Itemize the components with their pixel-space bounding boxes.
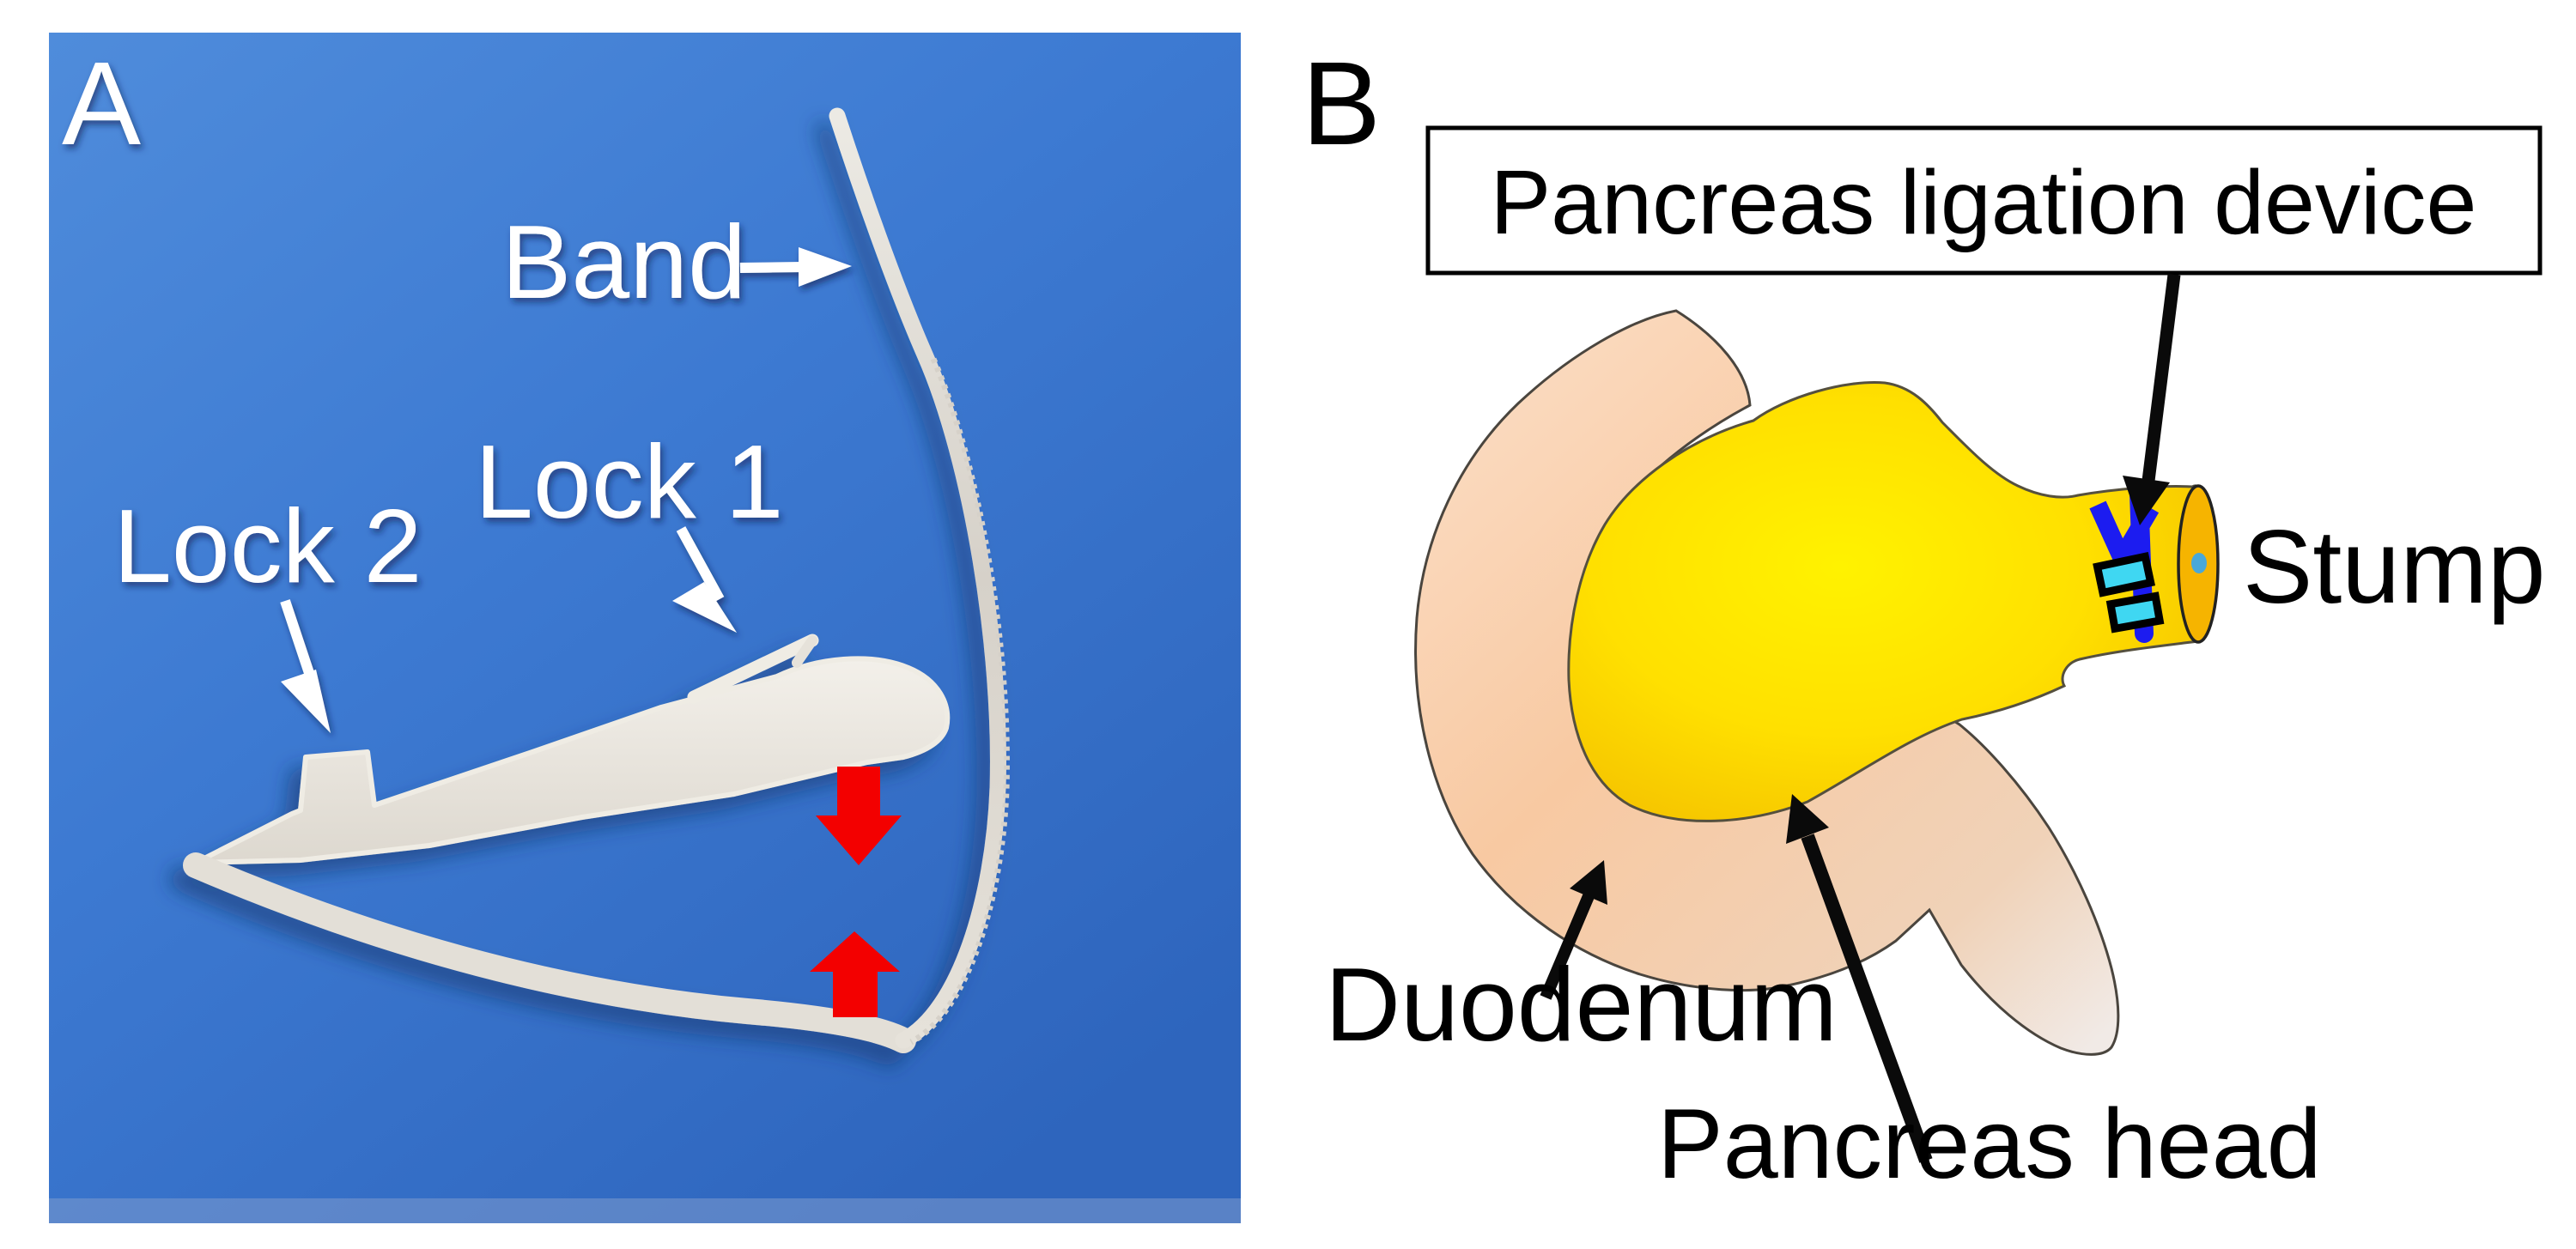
device-bottom-arm [183,852,916,1053]
panel-b: B Pancreas ligation device [1302,38,2546,1199]
red-arrow-down-icon [816,767,902,865]
lock2-arrowhead-icon [281,670,331,733]
pancreatic-duct-dot [2191,553,2207,573]
duodenum-arrow [1540,894,1595,1000]
red-arrows [810,767,902,1017]
duodenum-label: Duodenum [1325,946,1838,1063]
callout-arrow [2142,274,2181,482]
panel-a: A Band Lock 1 Lock 2 [49,33,1241,1223]
pancreas-head-arrow [1801,834,1933,1163]
pancreas-head-arrowhead-icon [1786,794,1829,844]
panel-b-letter: B [1302,38,1381,170]
ligation-lock-lower [2105,591,2165,634]
device-lock1-catch [792,635,817,668]
panel-a-letter: A [62,38,141,170]
panel-a-annotations: A Band Lock 1 Lock 2 [62,38,852,733]
lock1-arrowhead-icon [672,582,737,633]
panel-b-arrows [1540,274,2181,1163]
ligation-device-photo [183,107,1010,1053]
lock2-label: Lock 2 [113,488,422,604]
ligation-lock-upper [2093,551,2156,597]
device-band [829,107,1006,1049]
stump-label: Stump [2243,508,2546,625]
panel-a-photo-bottom-edge [49,1198,1241,1223]
lock2-arrow [280,599,316,680]
lock1-label: Lock 1 [475,423,783,540]
band-label: Band [501,203,746,320]
callout-arrowhead-icon [2123,476,2170,525]
device-body [193,656,951,865]
device-lock1-hook [687,634,819,704]
band-arrow [739,262,804,273]
pancreas-head-shape [1567,380,2217,822]
pancreas-head-label: Pancreas head [1657,1089,2322,1199]
lock1-arrow [676,526,725,602]
device-band-serration [909,357,1010,1046]
callout-label: Pancreas ligation device [1490,152,2476,253]
duodenum-arrowhead-icon [1570,860,1607,905]
callout-box [1425,125,2543,276]
panel-a-photo-background [49,33,1241,1223]
red-arrow-up-icon [810,931,900,1017]
band-arrowhead-icon [799,247,852,287]
